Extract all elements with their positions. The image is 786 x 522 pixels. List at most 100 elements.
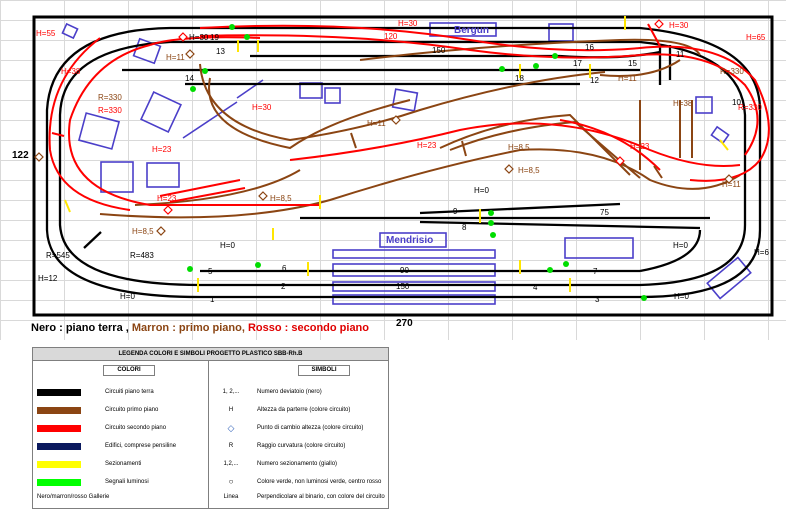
legend-row: Circuito secondo piano ◇ Punto di cambio… [33, 422, 388, 434]
signal-icon [490, 232, 496, 238]
signal-icon [202, 68, 208, 74]
legend-simboli-header: SIMBOLI [298, 365, 350, 376]
height-label: H=38 [673, 99, 693, 108]
track [48, 37, 131, 211]
signal-icon [488, 210, 494, 216]
turnout-number: 17 [573, 59, 582, 68]
height-label: H=8,5 [518, 166, 540, 175]
label-mendrisio: Mendrisio [386, 235, 433, 246]
overpass [182, 101, 238, 139]
signal-icon [499, 66, 505, 72]
diamond-icon [724, 174, 734, 184]
diamond-icon [258, 191, 268, 201]
building [710, 125, 730, 145]
turnout-number: 19 [210, 33, 219, 42]
dimension-width: 270 [396, 318, 413, 329]
building [695, 96, 713, 114]
legend-symbol-meaning: Numero sezionamento (giallo) [257, 461, 338, 467]
track [134, 169, 301, 206]
radius-label: R=330 [738, 103, 762, 112]
track-length-label: 75 [600, 208, 609, 217]
legend-table: LEGENDA COLORI E SIMBOLI PROGETTO PLASTI… [32, 347, 389, 509]
platform [332, 249, 496, 259]
legend-symbol: Linea [223, 494, 239, 500]
legend-symbol-meaning: Raggio curvatura (colore circuito) [257, 443, 346, 449]
track [419, 220, 701, 230]
caption-black: Nero : piano terra , [31, 322, 129, 334]
signal-icon [533, 63, 539, 69]
height-label: H=23 [417, 141, 437, 150]
legend-color-label: Circuito secondo piano [105, 425, 167, 431]
height-label: H=0 [474, 186, 489, 195]
turnout-number: 1 [210, 295, 215, 304]
legend-symbol-meaning: Altezza da parterre (colore circuito) [257, 407, 351, 413]
legend-row: Edifici, comprese pensiline R Raggio cur… [33, 440, 388, 452]
turnout-number: 12 [590, 76, 599, 85]
dimension-height: 122 [12, 150, 29, 161]
turnout-number: 18 [515, 74, 524, 83]
height-label: H=0 [673, 241, 688, 250]
building [706, 256, 752, 300]
track [149, 36, 261, 46]
legend-row: Segnali luminosi ○ Colore verde, non lum… [33, 476, 388, 488]
signal-icon [190, 86, 196, 92]
track [199, 24, 770, 182]
building [100, 161, 134, 193]
color-caption: Nero : piano terra , Marron : primo pian… [31, 322, 369, 334]
legend-symbol-meaning: Numero deviatoio (nero) [257, 389, 322, 395]
height-label: H=23 [157, 194, 177, 203]
overpass [236, 79, 264, 99]
legend-swatch-yellow [37, 461, 81, 468]
height-label: H=0 [220, 241, 235, 250]
radius-label: R=545 [46, 251, 70, 260]
legend-title: LEGENDA COLORI E SIMBOLI PROGETTO PLASTI… [33, 348, 388, 361]
height-label: H=30 [252, 103, 272, 112]
legend-symbol-meaning: Colore verde, non luminosi verde, centro… [257, 479, 382, 485]
labels: Bergun Mendrisio H=55 H=30 H=30 H=30 H=3… [36, 19, 769, 304]
buildings [61, 22, 752, 305]
building [61, 22, 79, 40]
platform [332, 294, 496, 305]
radius-label: R=330 [720, 67, 744, 76]
height-label: H=38 [61, 67, 81, 76]
legend-row: Circuiti piano terra 1, 2,... Numero dev… [33, 386, 388, 398]
track [99, 148, 741, 219]
legend-color-label: Edifici, comprese pensiline [105, 443, 177, 449]
track [599, 59, 681, 77]
second-level-tracks [48, 24, 770, 211]
turnout-number: 6 [282, 264, 287, 273]
radius-label: R=330 [98, 93, 122, 102]
diamond-icon [185, 49, 195, 59]
legend-row: Circuito primo piano H Altezza da parter… [33, 404, 388, 416]
height-label: H=55 [36, 29, 56, 38]
signal-icon [244, 34, 250, 40]
diamond-icon [34, 152, 44, 162]
legend-color-label: Segnali luminosi [105, 479, 149, 485]
turnout-number: 13 [216, 47, 225, 56]
signals [187, 24, 647, 301]
turnout-number: 9 [453, 207, 458, 216]
height-label: H=30 [398, 19, 418, 28]
turnout-number: 4 [533, 283, 538, 292]
height-label: H=12 [38, 274, 58, 283]
track [359, 38, 701, 61]
legend-color-label: Circuiti piano terra [105, 389, 154, 395]
building [140, 91, 182, 133]
legend-symbol-meaning: Perpendicolare al binario, con colore de… [257, 494, 385, 500]
height-label: H=11 [166, 53, 185, 62]
track-length-label: 150 [396, 282, 410, 291]
height-label: H=23 [152, 145, 172, 154]
legend-color-label: Nero/marron/rosso Gallerie [37, 494, 110, 500]
caption-red: Rosso : secondo piano [247, 322, 369, 334]
legend-swatch-green [37, 479, 81, 486]
height-label: H=23 [630, 142, 650, 151]
height-label: H=30 [189, 33, 209, 42]
circle-icon: ○ [228, 477, 234, 486]
height-label: H=30 [669, 21, 689, 30]
legend-swatch-brown [37, 407, 81, 414]
turnout-number: 5 [208, 267, 213, 276]
building [299, 82, 323, 99]
diamond-icon [178, 32, 188, 42]
height-label: H=11 [367, 119, 386, 128]
height-label: H=11 [722, 180, 741, 189]
